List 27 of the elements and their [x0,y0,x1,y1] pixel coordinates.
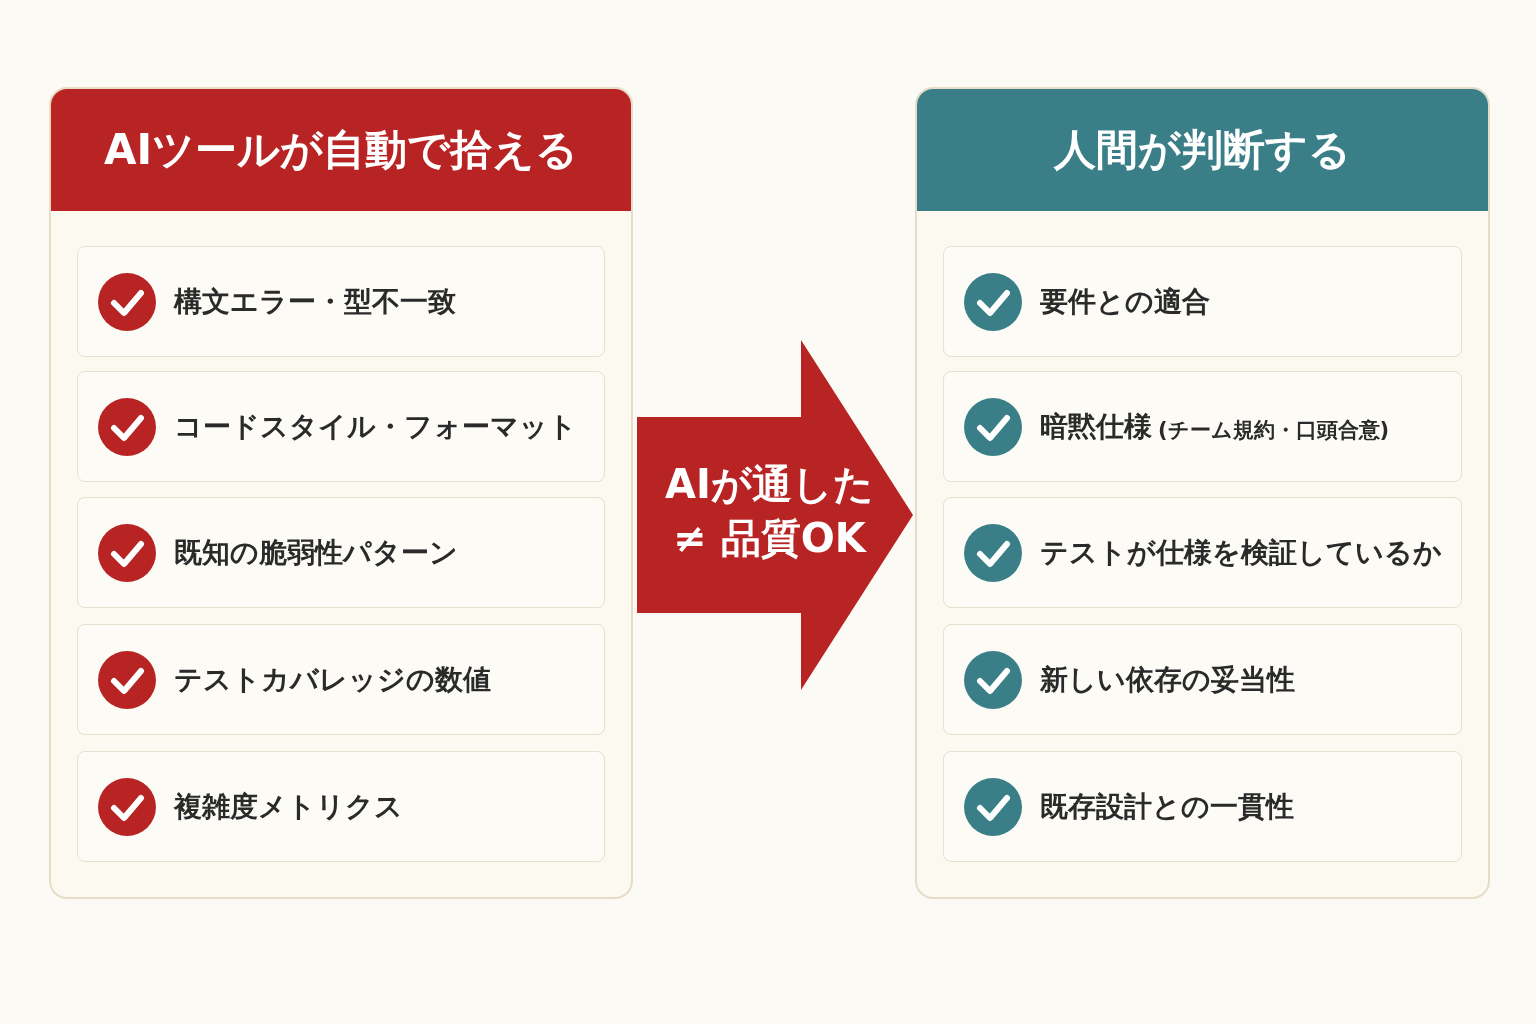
block-arrow [637,340,913,690]
checklist-item [943,751,1462,862]
panel-card [915,87,1490,899]
checklist-item [77,751,605,862]
checklist-item [77,371,605,482]
panel-header: AIツールが自動で拾える [51,89,631,211]
item-text: 既存設計との一貫性 [1040,788,1294,825]
item-text: (チーム規約・口頭合意) [1158,416,1390,444]
item-text: テストカバレッジの数値 [174,661,491,698]
item-text: 暗黙仕様 [1040,408,1152,445]
panel-header: 人間が判断する [917,89,1488,211]
item-text: 構文エラー・型不一致 [174,283,456,320]
item-text: 既知の脆弱性パターン [174,534,458,571]
checklist-item [943,497,1462,608]
item-text: テストが仕様を検証しているか [1040,534,1442,571]
panel-card [49,87,633,899]
checklist-item [77,624,605,735]
checklist-item [77,246,605,357]
checklist-item [943,371,1462,482]
item-text: 複雑度メトリクス [174,788,403,825]
checklist-item [943,624,1462,735]
edge-label: AIが通した≠ 品質OK [664,460,875,563]
item-text: コードスタイル・フォーマット [174,408,577,445]
checklist-item [943,246,1462,357]
item-text: 新しい依存の妥当性 [1040,661,1295,698]
checklist-item [77,497,605,608]
item-text: 要件との適合 [1040,283,1210,320]
